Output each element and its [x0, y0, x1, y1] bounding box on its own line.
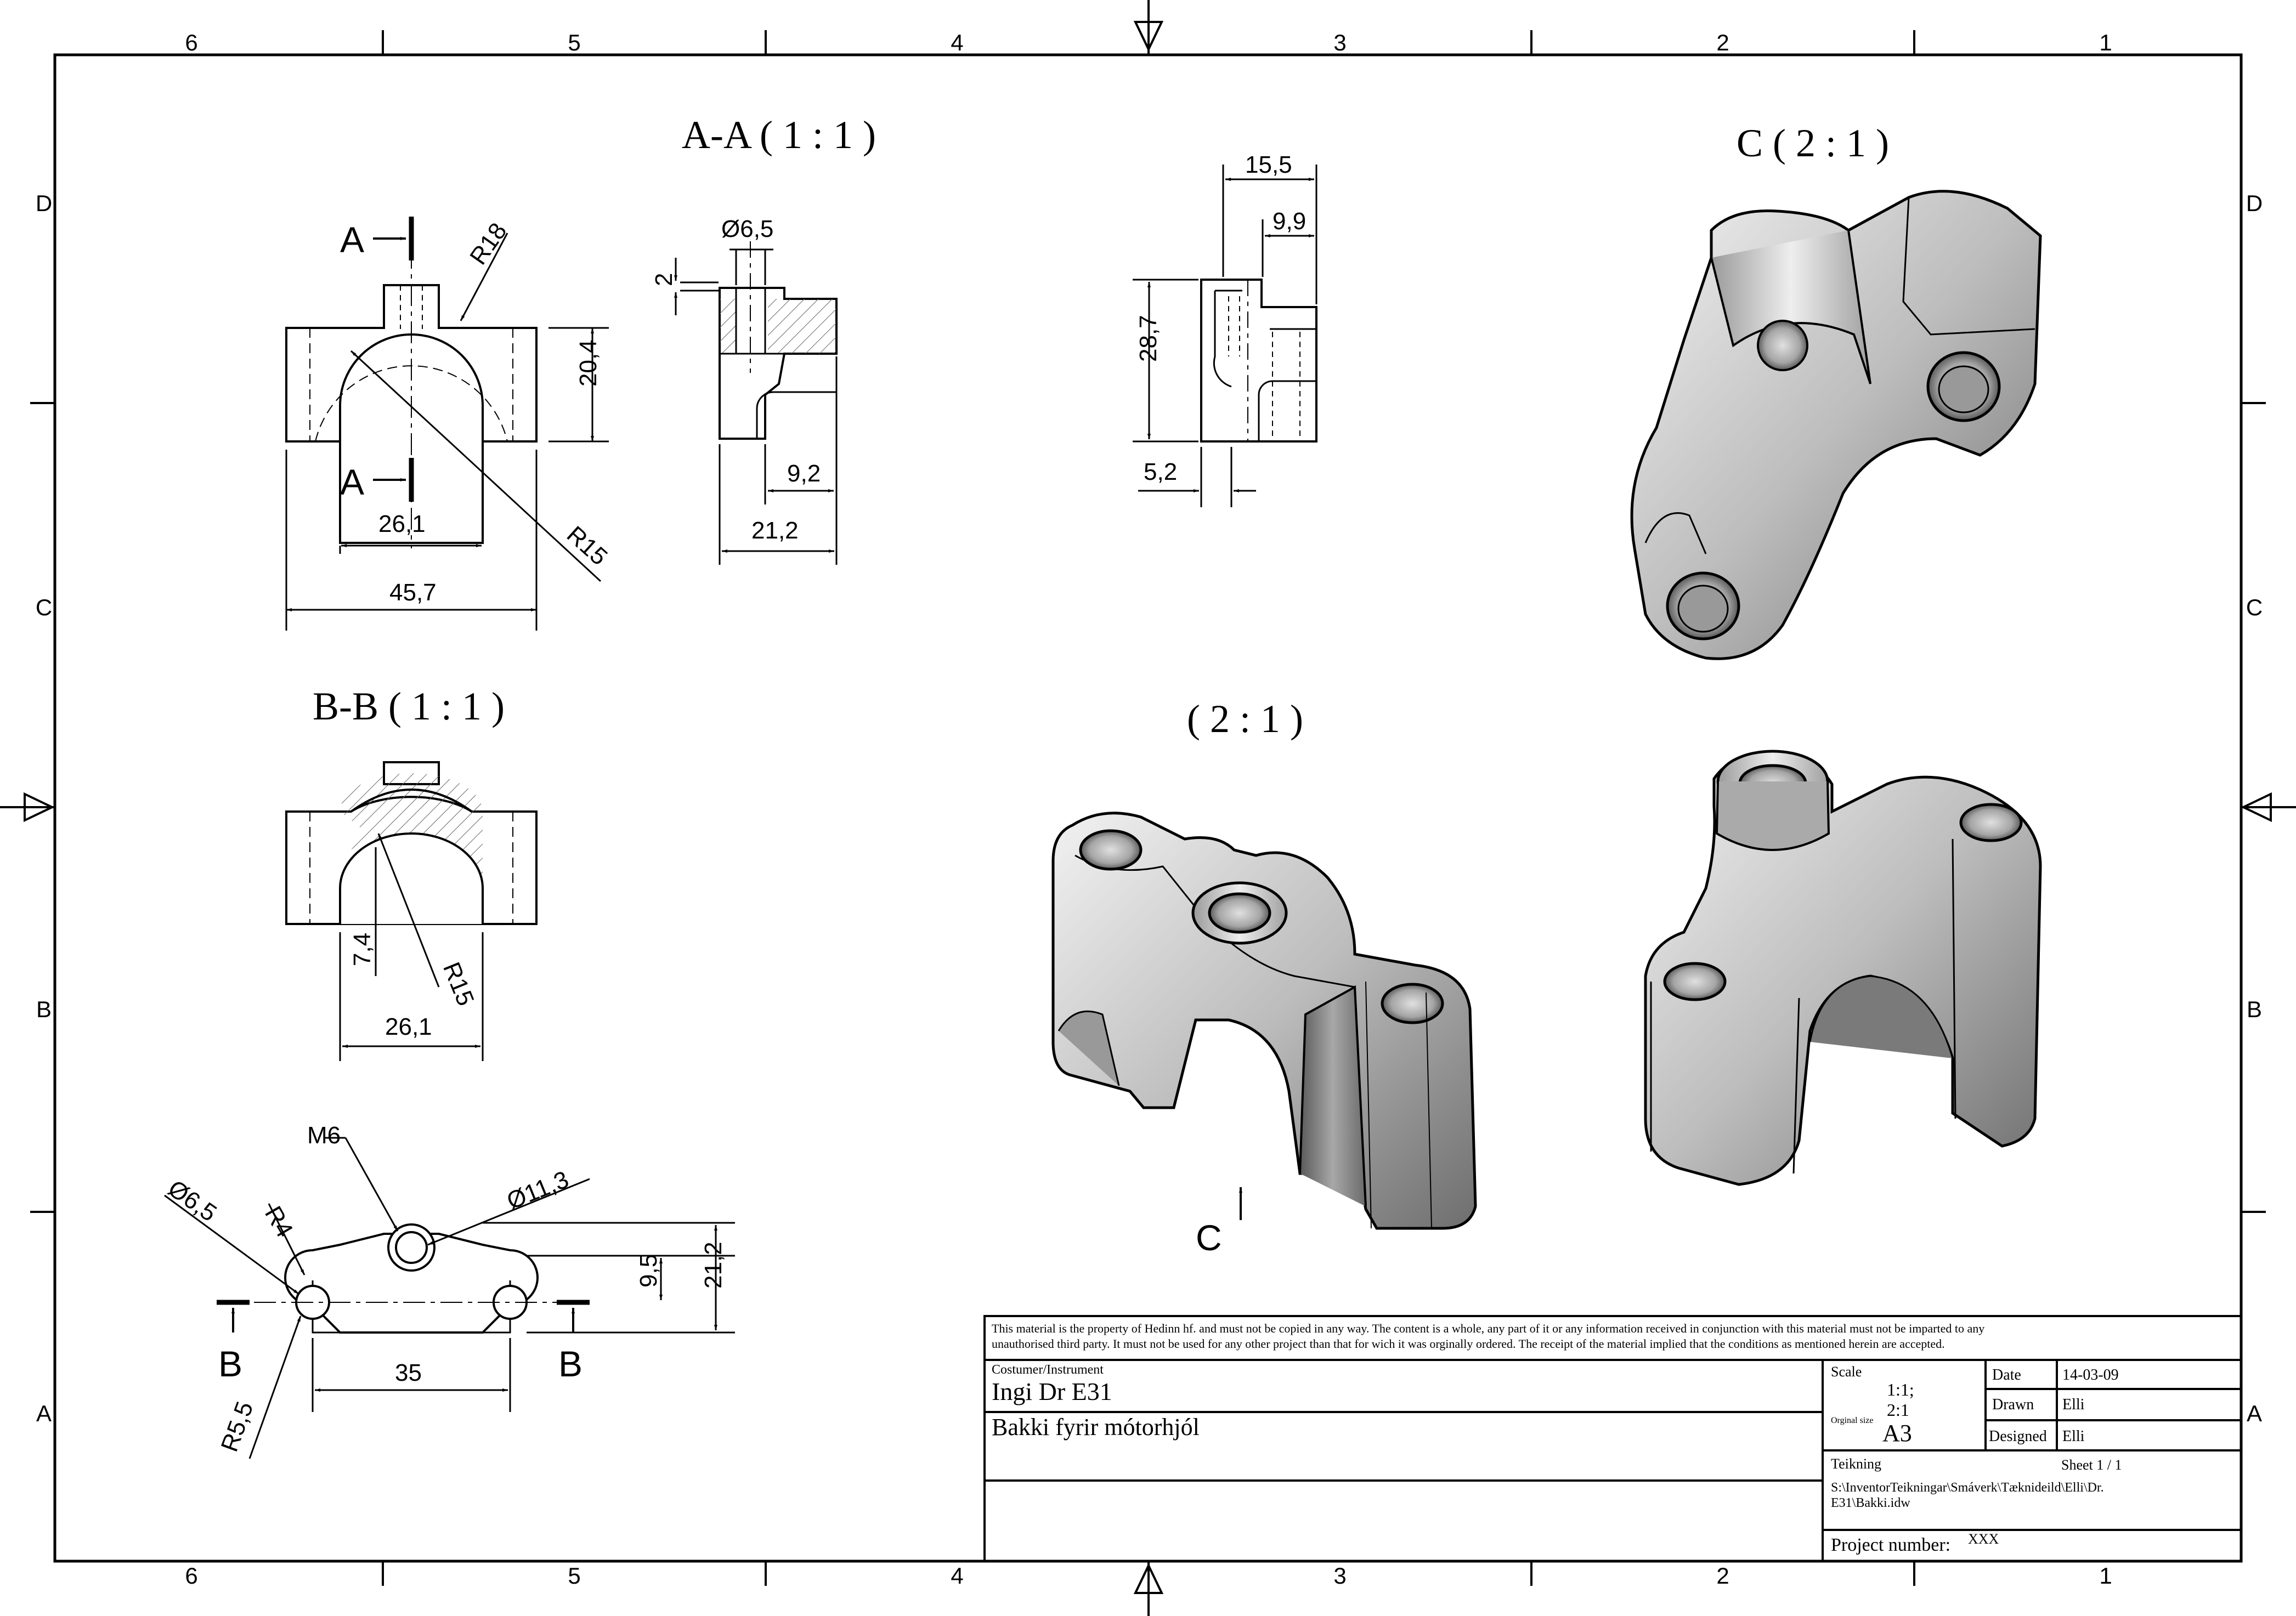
zone-col-3-bottom: 3	[1333, 1563, 1346, 1589]
section-label-b-left: B	[218, 1343, 242, 1384]
notice-line-2: unauthorised third party. It must not be…	[992, 1337, 1945, 1351]
dim-r5-5: R5,5	[216, 1398, 259, 1455]
side-section-dims	[674, 248, 838, 565]
dim-9-9: 9,9	[1273, 208, 1306, 235]
project-label: Project number:	[1831, 1535, 1950, 1555]
designed-value: Elli	[2062, 1428, 2085, 1445]
designed-label: Designed	[1989, 1428, 2047, 1445]
dim-45-7: 45,7	[389, 579, 437, 606]
zone-row-a: A	[36, 1400, 52, 1426]
iso-view-title: ( 2 : 1 )	[1187, 697, 1303, 741]
scale-value-1: 1:1;	[1887, 1380, 1914, 1399]
path-line-1: S:\InventorTeikningar\Smáverk\Tæknideild…	[1831, 1481, 2104, 1495]
dim-2-side: 2	[651, 273, 677, 286]
front-view-aa	[285, 247, 538, 548]
scale-label: Scale	[1831, 1364, 1862, 1380]
notice-line-1: This material is the property of Hedinn …	[992, 1322, 1984, 1335]
drawn-label: Drawn	[1992, 1396, 2034, 1413]
dim-r15-bb: R15	[438, 959, 479, 1010]
dim-9-2: 9,2	[787, 460, 821, 487]
zone-col-4: 4	[951, 30, 963, 55]
zone-col-2: 2	[1716, 30, 1729, 55]
zone-row-c-right: C	[2246, 594, 2263, 620]
zone-row-b-right: B	[2247, 996, 2262, 1022]
dim-26-1-aa: 26,1	[378, 511, 426, 537]
dim-r15-aa: R15	[562, 521, 613, 570]
dim-5-2: 5,2	[1144, 458, 1177, 485]
dim-dia-11-3: Ø11,3	[503, 1166, 572, 1215]
original-size-label: Orginal size	[1831, 1416, 1873, 1425]
iso-view-left	[1051, 812, 1477, 1230]
customer-label: Costumer/Instrument	[992, 1363, 1104, 1377]
section-aa-title: A-A ( 1 : 1 )	[682, 113, 876, 157]
section-bb-view	[285, 761, 538, 1061]
dim-20-4: 20,4	[575, 339, 602, 387]
original-size-value: A3	[1882, 1420, 1912, 1447]
dim-9-5: 9,5	[635, 1254, 662, 1288]
customer-value: Ingi Dr E31	[992, 1377, 1112, 1405]
iso-view-right	[1644, 750, 2042, 1186]
scale-value-2: 2:1	[1887, 1400, 1909, 1420]
mid-detail-view	[1200, 279, 1317, 443]
zone-ticks	[30, 30, 2266, 1586]
zone-col-6-bottom: 6	[185, 1563, 197, 1589]
side-section-view	[719, 241, 838, 440]
dim-26-1-bb: 26,1	[385, 1013, 432, 1040]
top-view	[217, 1223, 590, 1334]
zone-col-4-bottom: 4	[951, 1563, 963, 1589]
zone-labels: 6 5 4 3 2 1 6 5 4 3 2 1 D C B A D C B A	[36, 30, 2263, 1589]
zone-col-6: 6	[185, 30, 197, 55]
section-label-a-top: A	[340, 219, 364, 260]
zone-col-2-bottom: 2	[1716, 1563, 1729, 1589]
iso-detail-c	[1630, 190, 2042, 660]
dim-28-7: 28,7	[1135, 315, 1162, 362]
zone-row-a-right: A	[2247, 1400, 2262, 1426]
front-view-dims	[285, 233, 609, 631]
zone-row-d: D	[36, 190, 52, 216]
zone-col-3: 3	[1333, 30, 1346, 55]
section-label-b-right: B	[558, 1343, 583, 1384]
view-c-label: C	[1196, 1217, 1222, 1258]
drawing-label: Teikning	[1831, 1456, 1881, 1472]
detail-c-title: C ( 2 : 1 )	[1737, 121, 1889, 165]
zone-col-1: 1	[2099, 30, 2112, 55]
dim-7-4: 7,4	[349, 933, 376, 966]
mid-detail-dims	[1133, 165, 1317, 507]
section-mark-a	[373, 217, 414, 502]
dim-m6: M6	[307, 1122, 341, 1149]
zone-col-5: 5	[568, 30, 580, 55]
dim-15-5: 15,5	[1245, 151, 1292, 178]
zone-row-d-right: D	[2246, 190, 2263, 216]
dim-r18: R18	[465, 218, 512, 270]
zone-row-b: B	[36, 996, 52, 1022]
project-value: XXX	[1968, 1531, 1999, 1547]
zone-row-c: C	[36, 594, 52, 620]
dim-21-2-side: 21,2	[751, 517, 799, 544]
dim-r4: R4	[259, 1201, 298, 1241]
dim-dia-6-5-top: Ø6,5	[163, 1175, 222, 1227]
date-value: 14-03-09	[2062, 1366, 2119, 1383]
section-label-a-bottom: A	[340, 462, 364, 502]
dim-21-2-top: 21,2	[700, 1241, 727, 1289]
dim-dia-6-5-side: Ø6,5	[721, 216, 773, 242]
sheet-value: Sheet 1 / 1	[2061, 1457, 2122, 1473]
part-name: Bakki fyrir mótorhjól	[992, 1414, 1200, 1441]
top-view-dims	[164, 1137, 735, 1459]
dim-35: 35	[395, 1359, 422, 1386]
zone-col-5-bottom: 5	[568, 1563, 580, 1589]
zone-col-1-bottom: 1	[2099, 1563, 2112, 1589]
section-bb-title: B-B ( 1 : 1 )	[313, 684, 505, 728]
drawn-value: Elli	[2062, 1396, 2085, 1413]
date-label: Date	[1992, 1366, 2021, 1383]
path-line-2: E31\Bakki.idw	[1831, 1496, 1910, 1510]
title-block	[983, 1315, 2242, 1562]
